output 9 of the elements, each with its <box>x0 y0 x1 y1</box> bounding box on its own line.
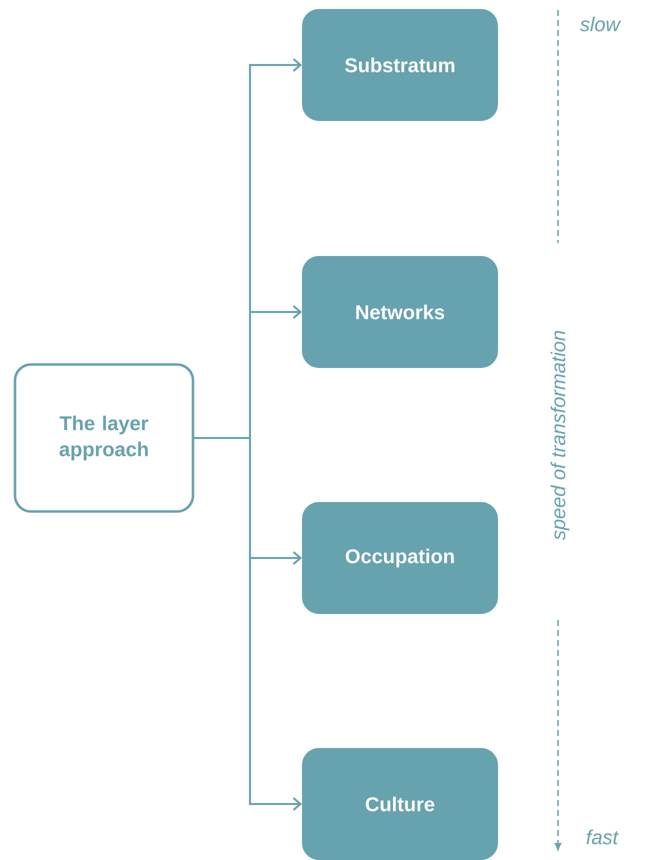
scale-label: speed of transformation <box>550 330 570 540</box>
layer-box: Culture <box>302 748 498 860</box>
layer-box: Networks <box>302 256 498 368</box>
connector-arrow <box>194 437 302 811</box>
layer-box: Occupation <box>302 502 498 614</box>
layer-box: Substratum <box>302 9 498 121</box>
topic-box: The layer approach <box>14 363 194 513</box>
scale-label: fast <box>586 830 619 844</box>
scale-label: slow <box>580 16 622 32</box>
